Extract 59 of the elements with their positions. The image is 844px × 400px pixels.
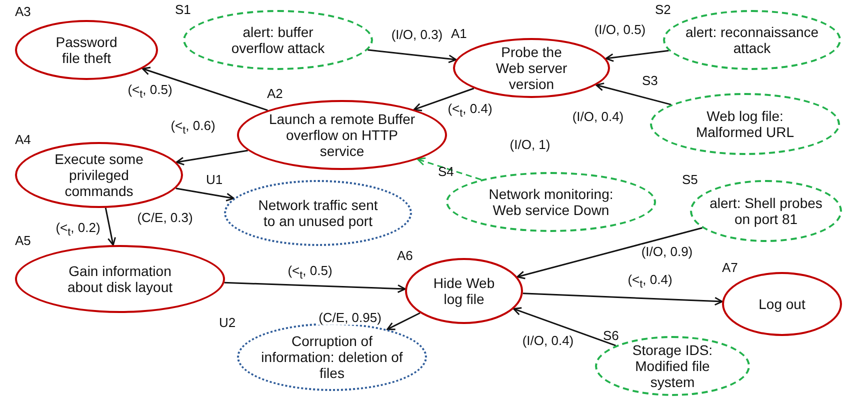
arrow xyxy=(522,292,723,306)
node-label: Storage IDS: Modified file system xyxy=(631,342,714,390)
node-id: S1 xyxy=(175,2,191,17)
node-label: Corruption of information: deletion of files xyxy=(260,332,404,382)
arrow xyxy=(224,282,406,294)
node-label: Gain information about disk layout xyxy=(66,262,174,296)
edge-label: (I/O, 0.4) xyxy=(521,334,575,348)
arrow xyxy=(413,88,474,112)
arrow xyxy=(516,227,702,280)
edge-label: (I/O, 0.5) xyxy=(593,22,647,38)
action-ellipse xyxy=(15,245,225,313)
edge-label: (C/E, 0.3) xyxy=(136,210,194,226)
node-label: alert: reconnaissance attack xyxy=(684,24,820,56)
node-id: U1 xyxy=(206,172,223,187)
arrow xyxy=(416,157,482,180)
action-ellipse xyxy=(15,142,183,208)
action-ellipse xyxy=(15,20,158,80)
node-id: A5 xyxy=(15,233,31,248)
node-label: Password file theft xyxy=(54,34,118,66)
node-id: A4 xyxy=(15,132,31,147)
action-ellipse xyxy=(722,272,842,336)
arrow xyxy=(176,150,248,166)
node-id: S2 xyxy=(655,2,671,17)
arrow xyxy=(176,188,234,202)
consequence-ellipse xyxy=(224,180,412,246)
node-id: A1 xyxy=(451,26,467,41)
node-label: alert: buffer overflow attack xyxy=(230,24,326,56)
node-label: Execute some privileged commands xyxy=(54,150,144,200)
node-id: A2 xyxy=(267,86,283,101)
node-label: Network traffic sent to an unused port xyxy=(257,196,379,230)
edge-label: (I/O, 1) xyxy=(508,138,552,152)
node-label: Hide Web log file xyxy=(432,274,496,308)
node-id: U2 xyxy=(219,315,236,330)
edge-label: (I/O, 0.4) xyxy=(571,110,625,124)
node-id: A6 xyxy=(397,248,413,263)
node-id: S3 xyxy=(642,73,658,88)
arrow xyxy=(386,312,420,330)
action-ellipse xyxy=(453,38,610,98)
arrow xyxy=(596,82,672,106)
node-label: alert: Shell probes on port 81 xyxy=(708,194,824,228)
arrow xyxy=(142,66,268,111)
node-id: A3 xyxy=(15,4,31,19)
node-id: S5 xyxy=(682,172,698,187)
edge-label: (I/O, 0.3) xyxy=(390,28,444,42)
alert-ellipse xyxy=(650,93,840,155)
node-id: S4 xyxy=(438,164,454,179)
arrow xyxy=(104,208,116,246)
edge-label: (I/O, 0.9) xyxy=(640,244,694,260)
node-label: Web log file: Malformed URL xyxy=(694,108,796,140)
node-label: Network monitoring: Web service Down xyxy=(488,186,614,218)
edge-label: (C/E, 0.95) xyxy=(318,310,382,326)
arrow xyxy=(512,307,616,346)
arrow xyxy=(605,50,669,62)
arrow xyxy=(368,49,457,64)
node-id: A7 xyxy=(722,260,738,275)
node-label: Log out xyxy=(758,296,806,312)
node-label: Probe the Web server version xyxy=(494,44,568,92)
node-id: S6 xyxy=(603,328,619,343)
node-label: Launch a remote Buffer overflow on HTTP service xyxy=(268,110,416,160)
